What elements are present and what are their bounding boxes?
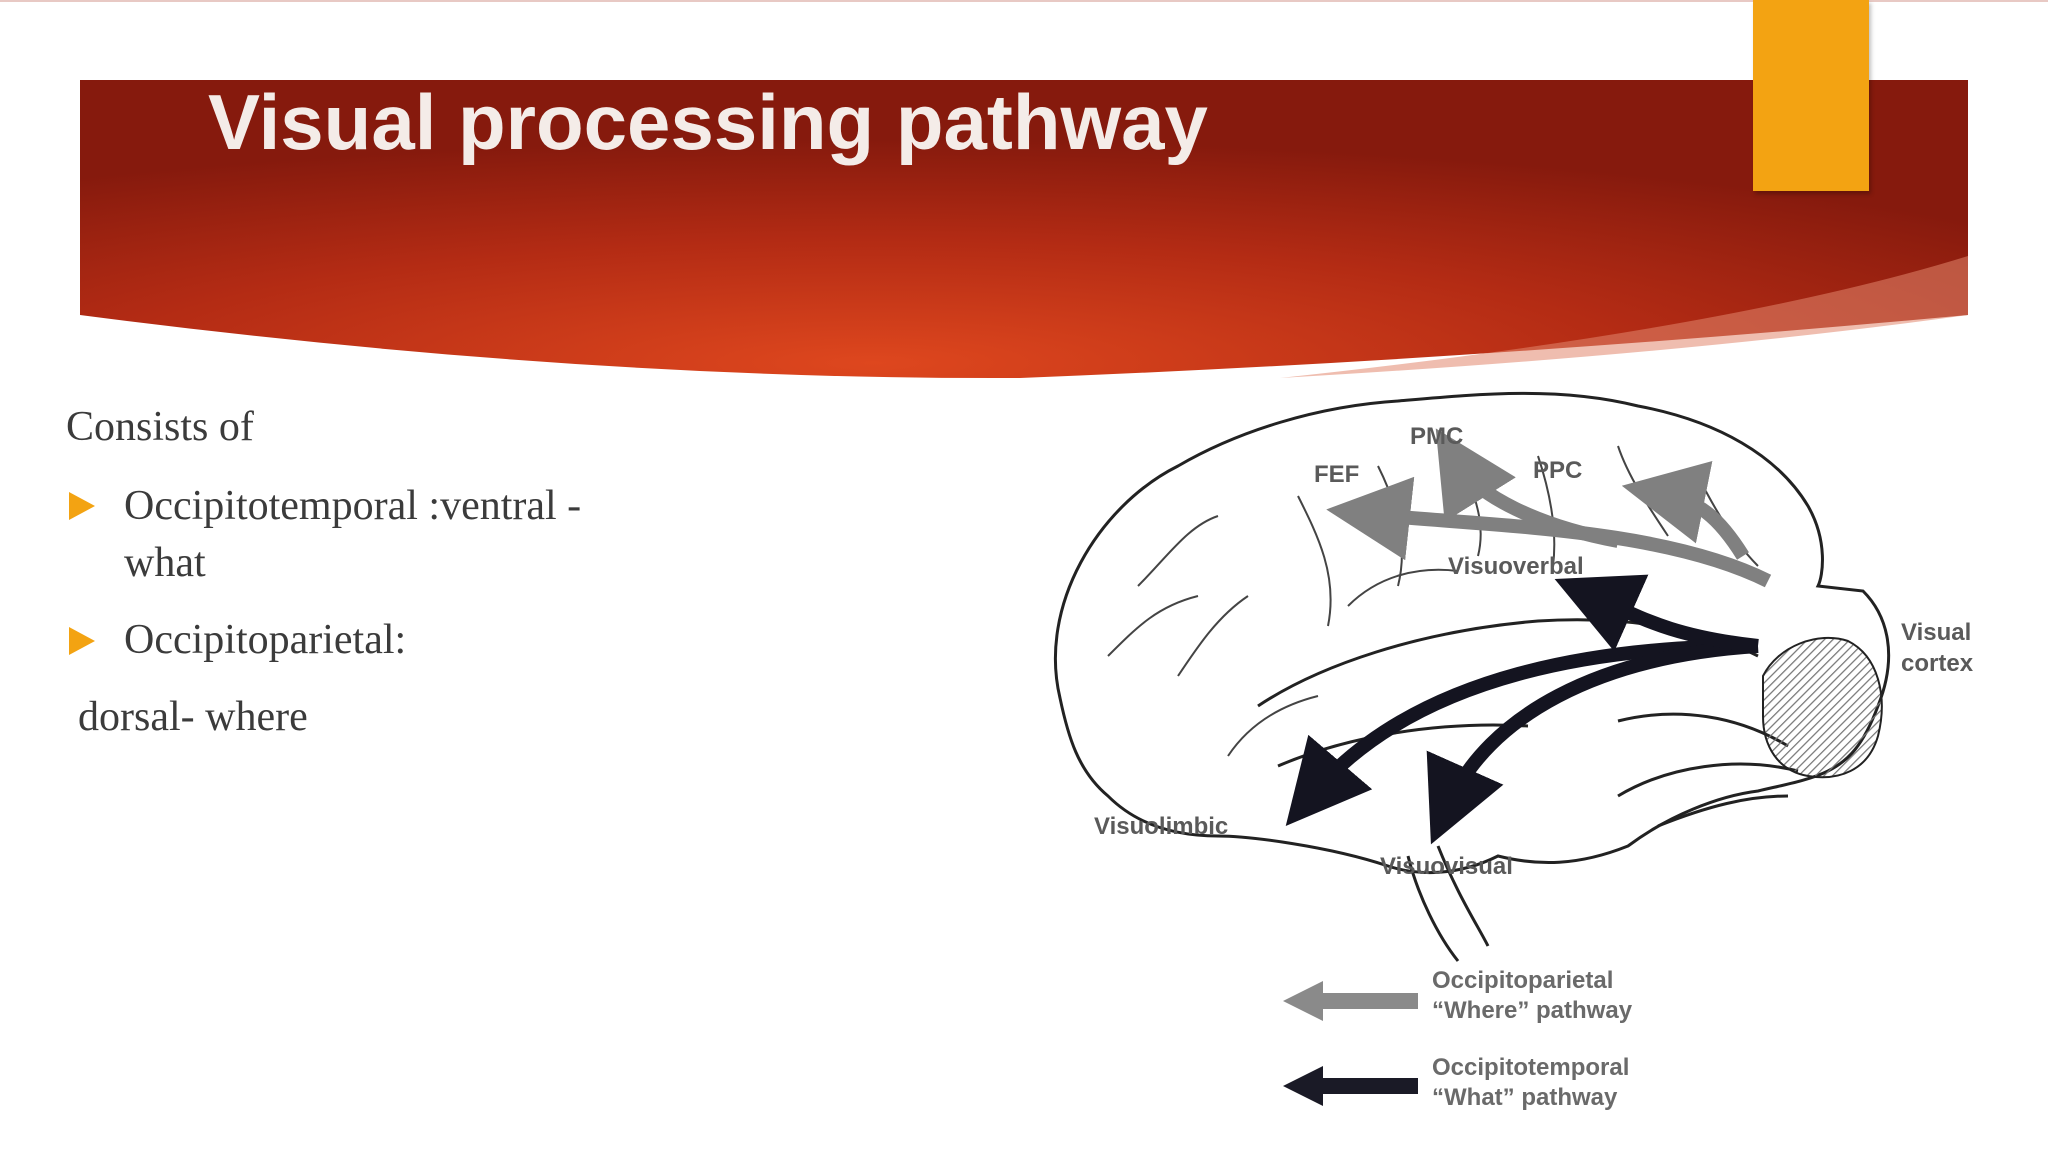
what-legend-arrow-icon [1283,1066,1418,1106]
ppc-label: PPC [1533,457,1582,484]
visual-label: Visual [1901,619,1971,646]
fef-label: FEF [1314,461,1359,488]
visual-cortex-region [1762,636,1883,779]
triangle-bullet-icon [69,627,95,655]
where-legend-arrow-icon [1283,981,1418,1021]
bullet-1-line-1: Occipitotemporal :ventral - [124,483,582,529]
visuolimbic-label: Visuolimbic [1094,813,1228,840]
cortex-label: cortex [1901,650,1974,677]
where-legend-line-2: “Where” pathway [1432,997,1633,1024]
bullet-2-text: Occipitoparietal: [124,617,407,663]
intro-text: Consists of [66,404,254,450]
banner-shape [80,80,1968,379]
slide-title: Visual processing pathway [208,78,1208,166]
what-legend-line-2: “What” pathway [1432,1084,1618,1111]
legend: Occipitoparietal “Where” pathway Occipit… [1283,967,1633,1111]
top-rule [0,0,2048,2]
title-banner [80,80,1968,380]
trailing-text: dorsal- where [78,694,308,740]
brain-diagram-svg: FEF PMC PPC Visuoverbal Visual cortex Vi… [1054,391,1974,1111]
visuovisual-label: Visuovisual [1380,853,1513,880]
what-pathway-arrows [1285,574,1759,845]
brain-pathway-diagram: FEF PMC PPC Visuoverbal Visual cortex Vi… [1018,376,2018,1152]
triangle-bullet-icon [69,492,95,520]
accent-tab [1753,0,1869,191]
visuoverbal-label: Visuoverbal [1448,553,1584,580]
bullet-1-line-2: what [124,540,206,586]
what-legend-line-1: Occipitotemporal [1432,1054,1629,1081]
where-legend-line-1: Occipitoparietal [1432,967,1613,994]
where-pathway-arrows [1326,428,1772,588]
pmc-label: PMC [1410,423,1463,450]
